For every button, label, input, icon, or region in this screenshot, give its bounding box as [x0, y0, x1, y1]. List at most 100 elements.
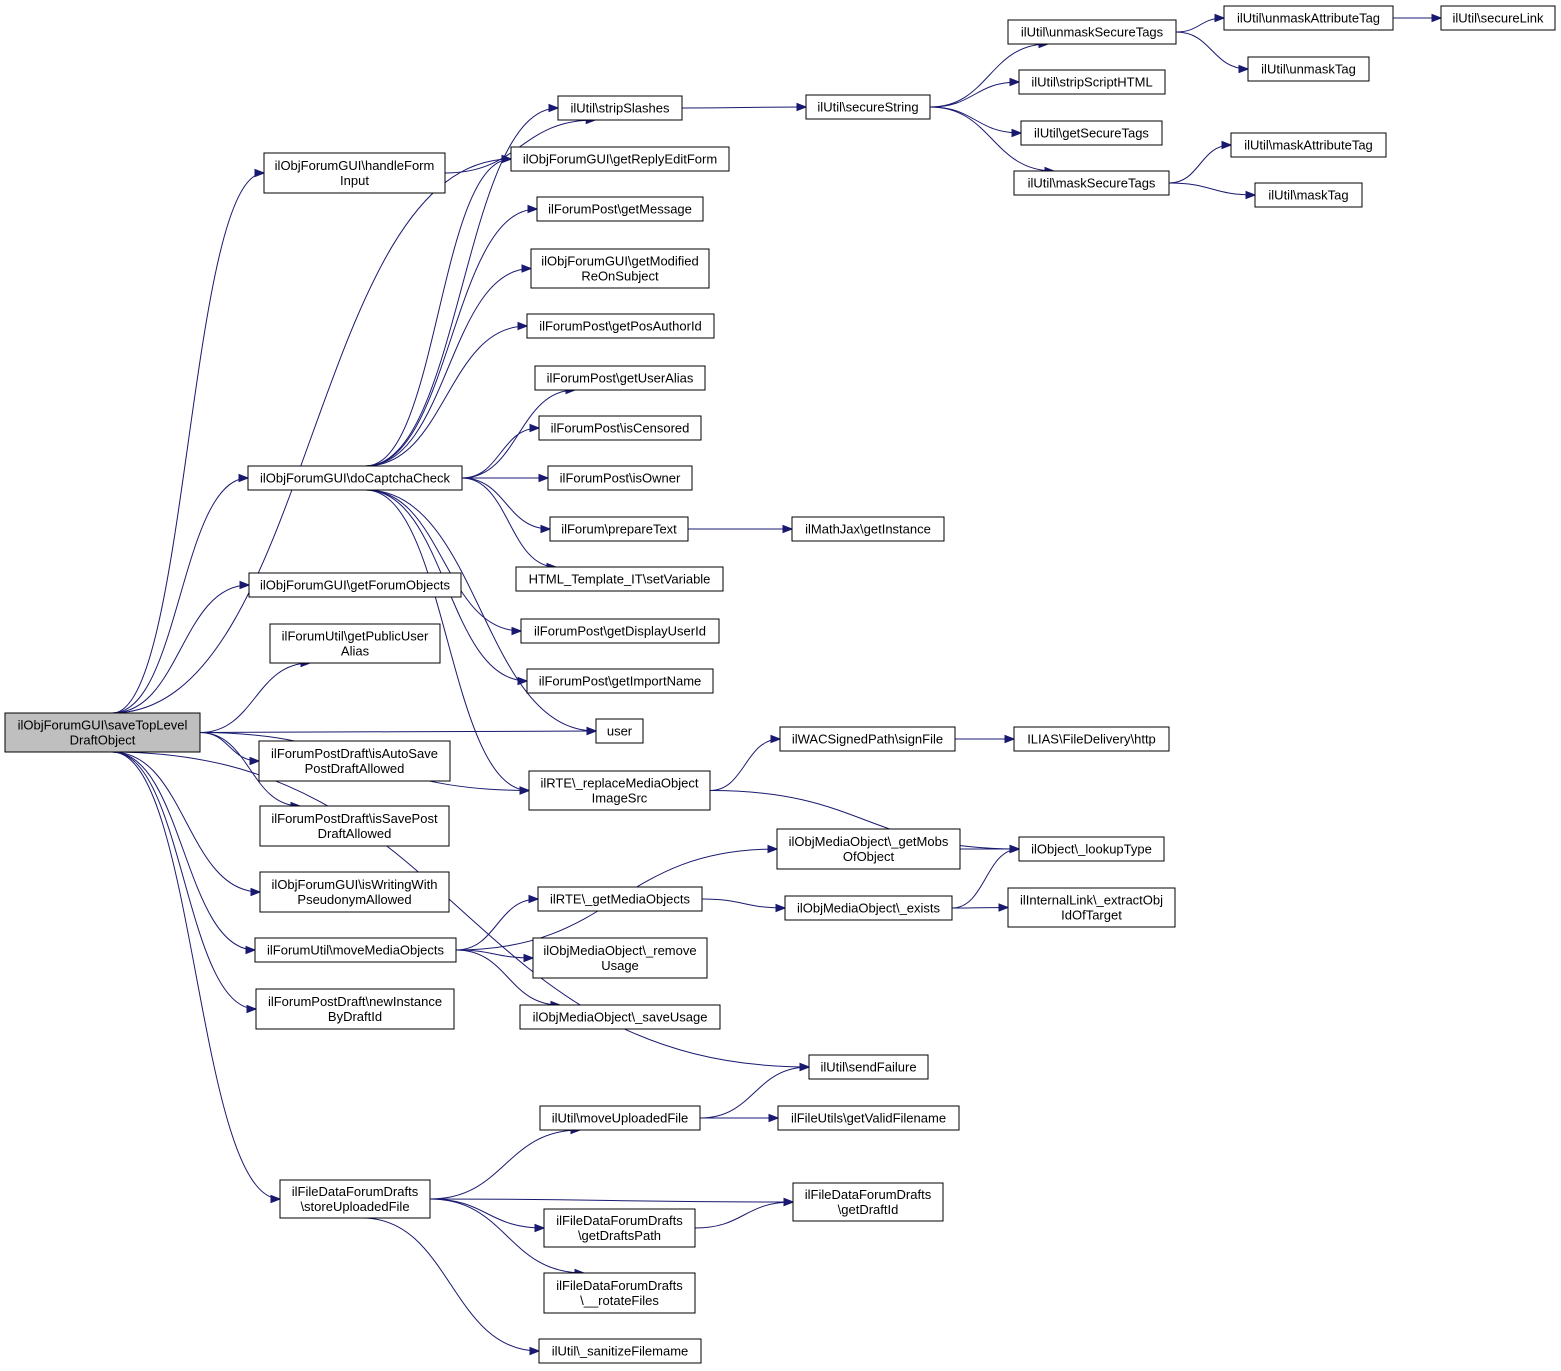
node-label-line: ilObjForumGUI\getModified: [541, 254, 699, 269]
function-node-n39[interactable]: ilFileDataForumDrafts\getDraftId: [792, 1182, 944, 1222]
node-label-line: PseudonymAllowed: [297, 892, 411, 907]
node-box: [519, 1004, 721, 1030]
call-edge-n0-n10: [112, 751, 282, 1204]
node-label-line: ILIAS\FileDelivery\http: [1027, 732, 1156, 747]
node-label-line: ilUtil\stripScriptHTML: [1031, 75, 1152, 90]
function-node-n18[interactable]: ilForumPost\isOwner: [547, 465, 693, 491]
node-label-line: ilFileDataForumDrafts: [556, 1213, 683, 1228]
function-node-n25[interactable]: ilRTE\_getMediaObjects: [537, 886, 703, 912]
function-node-n31[interactable]: ilFileDataForumDrafts\__rotateFiles: [543, 1272, 696, 1314]
function-node-n41[interactable]: ilUtil\stripScriptHTML: [1018, 69, 1166, 95]
node-box: [279, 1179, 431, 1219]
node-box: [1440, 5, 1556, 31]
node-label-line: ilObjForumGUI\saveTopLevel: [18, 718, 188, 733]
function-node-n2[interactable]: ilObjForumGUI\doCaptchaCheck: [247, 465, 463, 491]
function-node-n12[interactable]: ilObjForumGUI\getReplyEditForm: [510, 146, 730, 172]
function-node-n10[interactable]: ilFileDataForumDrafts\storeUploadedFile: [279, 1179, 431, 1219]
node-label-line: ilUtil\unmaskSecureTags: [1021, 25, 1164, 40]
function-node-n3[interactable]: ilObjForumGUI\getForumObjects: [248, 572, 462, 598]
call-edge-n2-n14: [365, 264, 533, 467]
function-node-n38[interactable]: ilFileUtils\getValidFilename: [777, 1105, 960, 1131]
function-node-n13[interactable]: ilForumPost\getMessage: [536, 196, 704, 222]
node-label-line: DraftAllowed: [318, 826, 392, 841]
node-label-line: ilFileDataForumDrafts: [805, 1187, 932, 1202]
function-node-n29[interactable]: ilUtil\moveUploadedFile: [539, 1105, 701, 1131]
node-box: [792, 1182, 944, 1222]
function-node-n40[interactable]: ilUtil\unmaskSecureTags: [1007, 19, 1177, 45]
call-edge-n8-n26: [455, 949, 535, 963]
function-node-n8[interactable]: ilForumUtil\moveMediaObjects: [254, 937, 457, 963]
function-node-n35[interactable]: ilWACSignedPath\signFile: [779, 726, 956, 752]
call-edge-n37-n45: [951, 844, 1021, 909]
node-label-line: ilObjForumGUI\handleForm: [275, 158, 435, 173]
call-edge-n11-n33: [681, 102, 808, 112]
node-label-line: ImageSrc: [592, 791, 648, 806]
call-edge-n40-n48: [1175, 31, 1250, 74]
node-box: [549, 516, 689, 542]
function-node-n27[interactable]: ilObjMediaObject\_saveUsage: [519, 1004, 721, 1030]
function-node-n11[interactable]: ilUtil\stripSlashes: [557, 95, 683, 121]
function-node-n34[interactable]: ilMathJax\getInstance: [791, 516, 945, 542]
function-node-n17[interactable]: ilForumPost\isCensored: [538, 415, 702, 441]
function-node-n23[interactable]: user: [595, 718, 644, 744]
function-node-n50[interactable]: ilUtil\maskTag: [1254, 182, 1363, 208]
function-node-n37[interactable]: ilObjMediaObject\_exists: [784, 895, 953, 921]
node-label-line: ilObjMediaObject\_exists: [797, 901, 941, 916]
call-edges: [112, 13, 1443, 1356]
function-node-n51[interactable]: ilUtil\secureLink: [1440, 5, 1556, 31]
node-label-line: ilMathJax\getInstance: [805, 522, 931, 537]
function-node-n49[interactable]: ilUtil\maskAttributeTag: [1230, 132, 1387, 158]
call-edge-n2-n13: [365, 204, 539, 467]
node-box: [248, 572, 462, 598]
function-node-n28[interactable]: ilUtil\sendFailure: [808, 1054, 929, 1080]
function-node-n42[interactable]: ilUtil\getSecureTags: [1020, 120, 1163, 146]
node-label-line: ilUtil\maskSecureTags: [1028, 176, 1156, 191]
function-node-n20[interactable]: HTML_Template_IT\setVariable: [515, 566, 724, 592]
node-label-line: ilObject\_lookupType: [1031, 842, 1152, 857]
node-box: [537, 886, 703, 912]
node-label-line: ilRTE\_replaceMediaObject: [541, 776, 699, 791]
node-box: [543, 1208, 696, 1248]
function-node-n30[interactable]: ilFileDataForumDrafts\getDraftsPath: [543, 1208, 696, 1248]
node-label-line: ilFileDataForumDrafts: [556, 1278, 683, 1293]
node-label-line: \getDraftId: [838, 1202, 899, 1217]
node-label-line: ilUtil\sendFailure: [820, 1060, 916, 1075]
call-edge-n10-n32: [362, 1217, 541, 1356]
node-label-line: Usage: [601, 958, 639, 973]
function-node-n47[interactable]: ilUtil\unmaskAttributeTag: [1223, 5, 1394, 31]
function-node-n16[interactable]: ilForumPost\getUserAlias: [534, 365, 706, 391]
function-node-n7[interactable]: ilObjForumGUI\isWritingWithPseudonymAllo…: [259, 871, 450, 913]
call-edge-n0-n1: [112, 168, 266, 714]
node-box: [520, 618, 720, 644]
call-edge-n10-n30: [429, 1198, 546, 1233]
function-node-n33[interactable]: ilUtil\secureString: [805, 94, 931, 120]
function-node-n48[interactable]: ilUtil\unmaskTag: [1247, 56, 1370, 82]
function-node-n22[interactable]: ilForumPost\getImportName: [526, 668, 714, 694]
function-node-n44[interactable]: ILIAS\FileDelivery\http: [1013, 726, 1170, 752]
node-box: [526, 313, 715, 339]
function-node-n21[interactable]: ilForumPost\getDisplayUserId: [520, 618, 720, 644]
node-label-line: ilForumUtil\moveMediaObjects: [267, 943, 444, 958]
function-node-n32[interactable]: ilUtil\_sanitizeFilemame: [538, 1338, 702, 1364]
call-edge-n0-n8: [112, 751, 257, 955]
function-node-n15[interactable]: ilForumPost\getPosAuthorId: [526, 313, 715, 339]
function-node-n19[interactable]: ilForum\prepareText: [549, 516, 689, 542]
function-node-n43[interactable]: ilUtil\maskSecureTags: [1013, 170, 1170, 196]
node-label-line: ByDraftId: [328, 1009, 382, 1024]
node-box: [510, 146, 730, 172]
node-box: [1230, 132, 1387, 158]
node-label-line: ilForumPost\getDisplayUserId: [534, 624, 706, 639]
function-node-n5[interactable]: ilForumPostDraft\isAutoSavePostDraftAllo…: [258, 740, 451, 782]
function-node-n45[interactable]: ilObject\_lookupType: [1018, 836, 1165, 862]
